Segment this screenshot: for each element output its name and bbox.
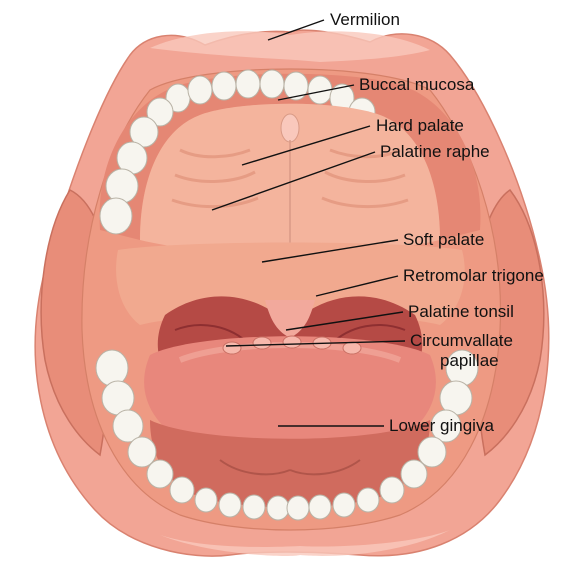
label-vermilion: Vermilion xyxy=(330,10,400,29)
label-buccal-mucosa: Buccal mucosa xyxy=(359,75,475,94)
label-palatine-tonsil: Palatine tonsil xyxy=(408,302,514,321)
label-palatine-raphe: Palatine raphe xyxy=(380,142,490,161)
circumvallate-papilla xyxy=(253,337,271,349)
incisive-papilla xyxy=(281,114,299,142)
label-retromolar-trigone: Retromolar trigone xyxy=(403,266,544,285)
label-hard-palate: Hard palate xyxy=(376,116,464,135)
circumvallate-papilla xyxy=(223,342,241,354)
label-circumvallate: Circumvallate xyxy=(410,331,513,350)
label-lower-gingiva: Lower gingiva xyxy=(389,416,494,435)
circumvallate-papilla xyxy=(283,336,301,348)
circumvallate-papilla xyxy=(343,342,361,354)
label-papillae: papillae xyxy=(440,351,499,370)
label-soft-palate: Soft palate xyxy=(403,230,484,249)
